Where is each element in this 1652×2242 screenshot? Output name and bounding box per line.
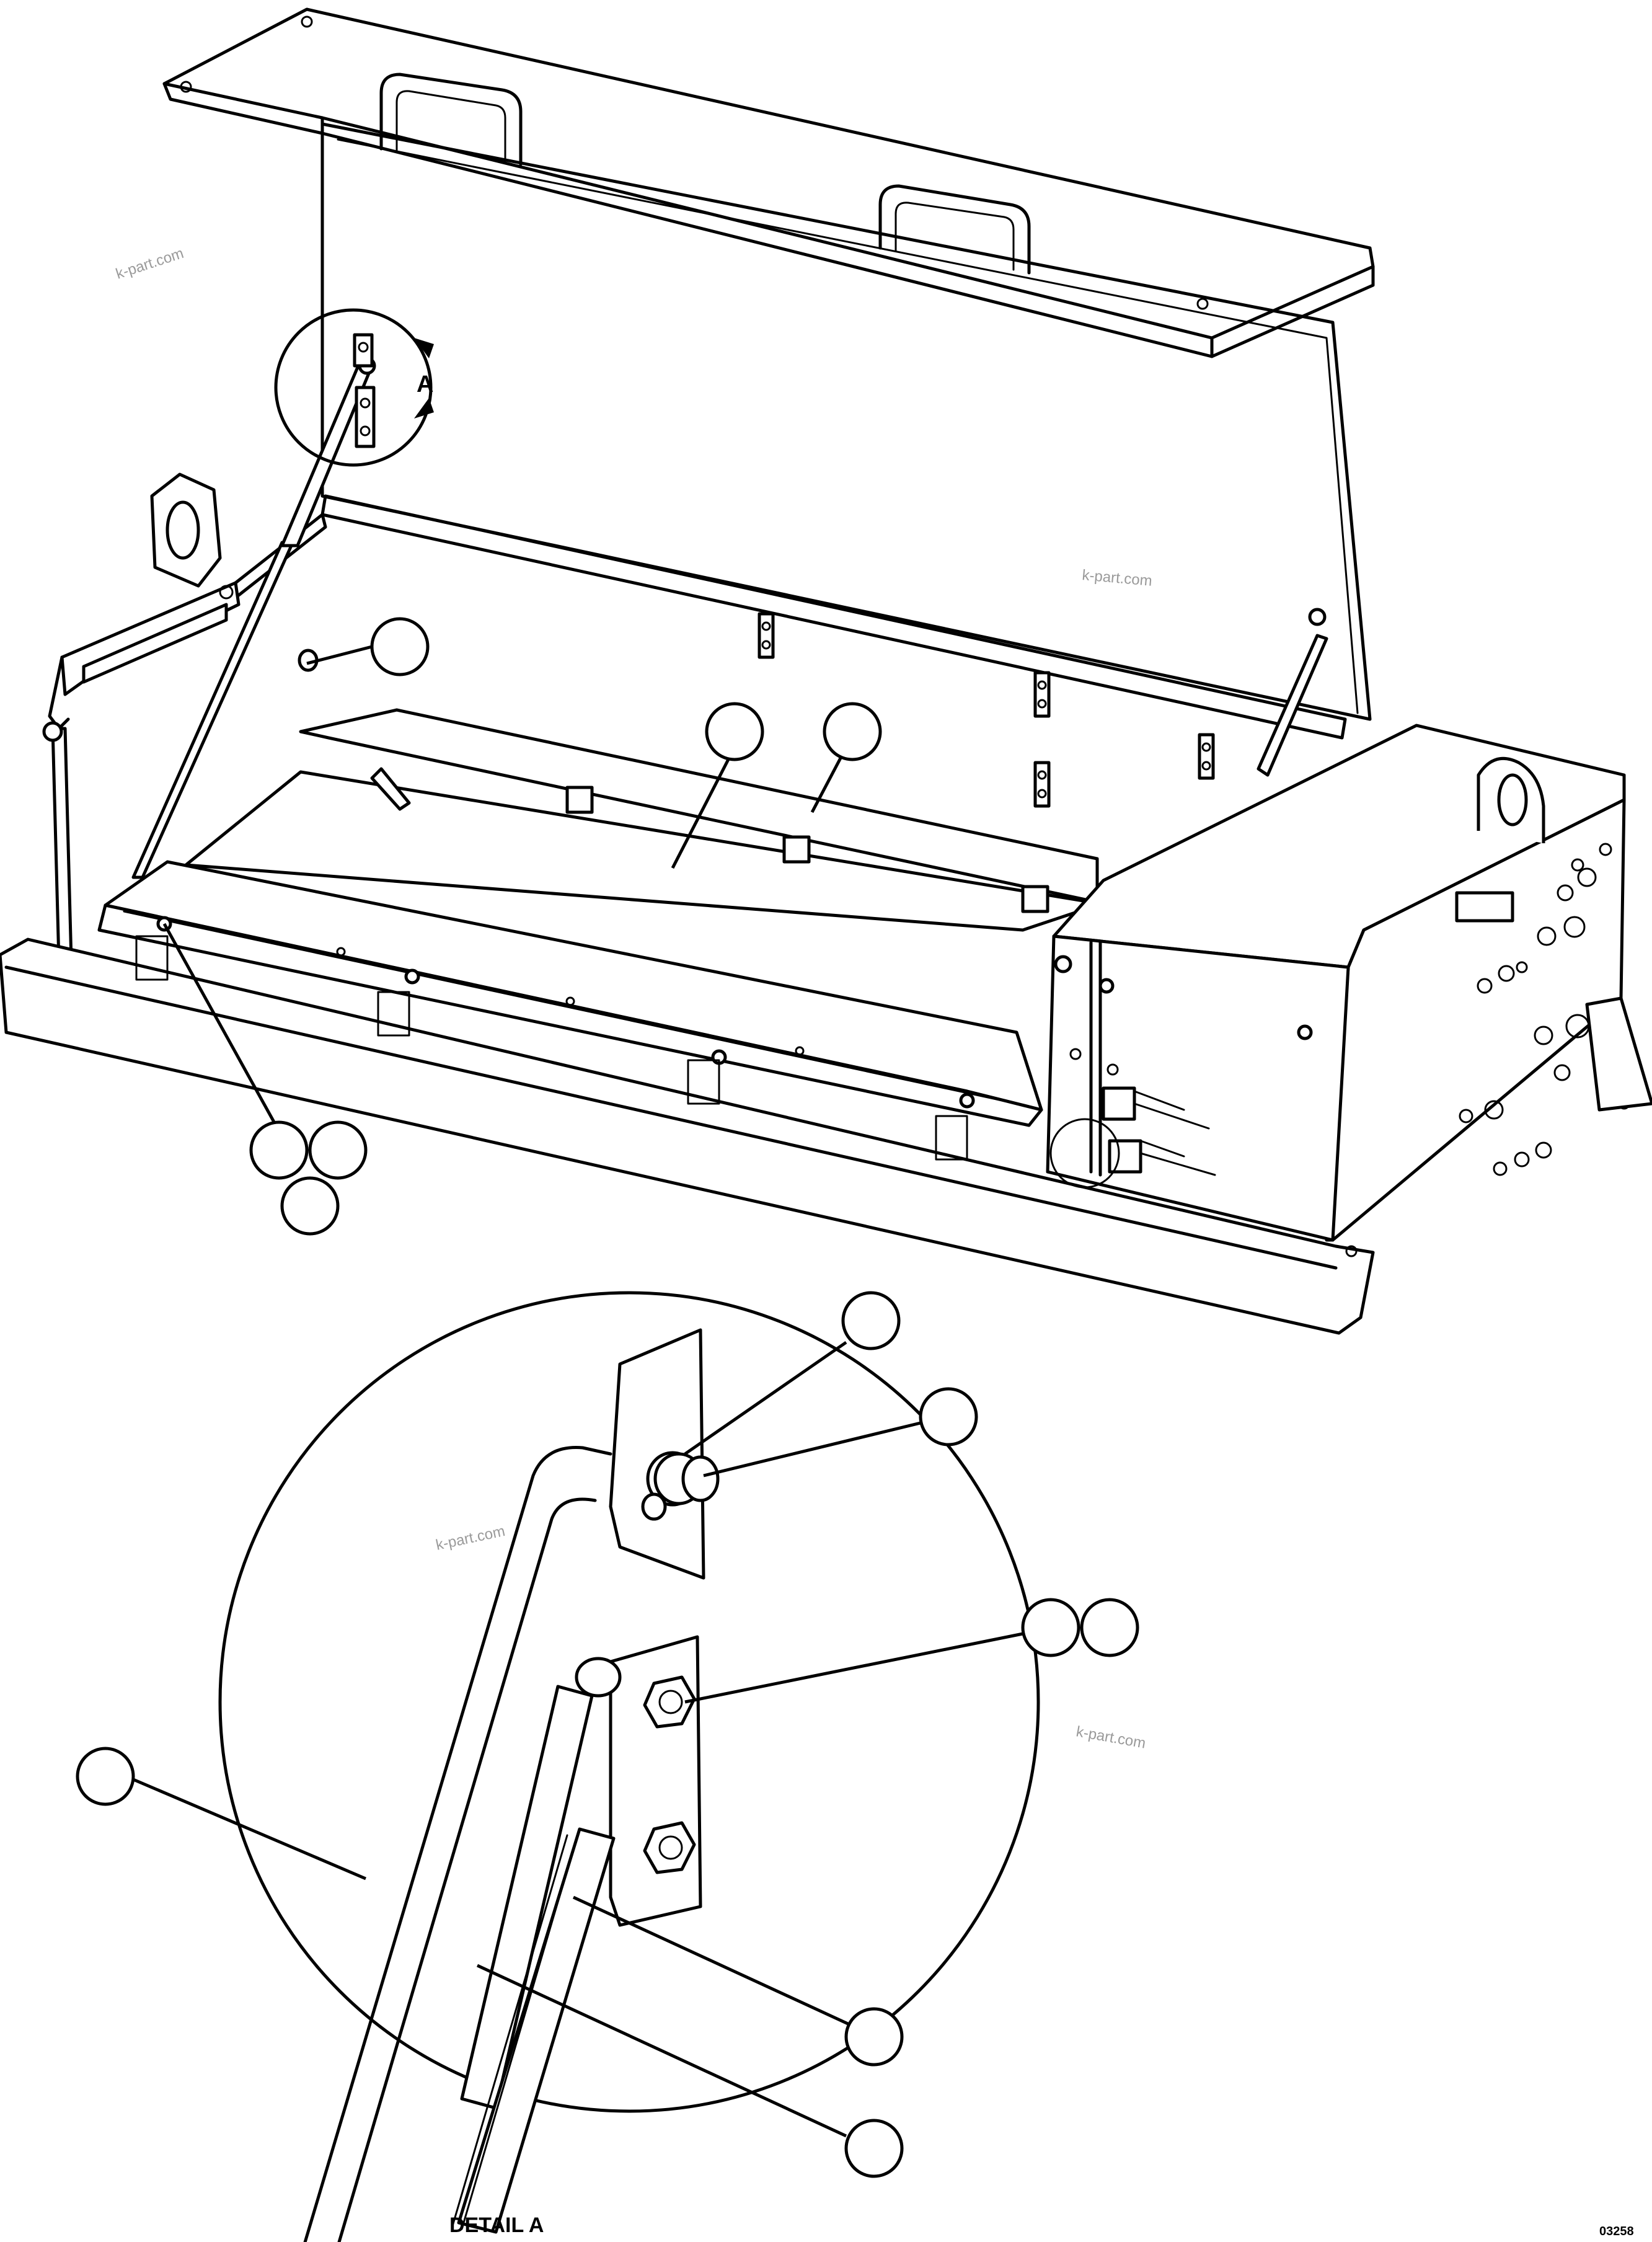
detail-caption: DETAIL A [449, 2213, 544, 2237]
callout-3 [823, 702, 882, 761]
callout-5 [308, 1120, 368, 1180]
callout-7 [841, 1291, 901, 1350]
gas-spring-left [131, 357, 376, 879]
callout-1 [370, 617, 430, 676]
callout-11 [76, 1747, 135, 1806]
detail-a-view: k-part.com k-part.com DETAIL A [76, 1291, 1147, 2242]
watermark: k-part.com [1081, 567, 1152, 590]
callout-4 [249, 1120, 309, 1180]
gas-spring-detail [451, 1657, 622, 2234]
lower-bracket [609, 1635, 702, 1927]
watermark: k-part.com [435, 1523, 506, 1554]
detail-callouts [76, 1291, 1139, 2178]
callout-8 [919, 1387, 978, 1447]
watermark: k-part.com [114, 245, 186, 283]
drawing-number: 03258 [1599, 2225, 1634, 2238]
battery-block [97, 708, 1099, 1127]
callout-2 [705, 702, 764, 761]
inner-back-wall [298, 494, 1347, 808]
detail-circle [218, 1291, 1040, 2113]
base-tray [0, 935, 1630, 1335]
lid-handle-right [878, 184, 1031, 275]
watermark: k-part.com [1075, 1723, 1147, 1752]
main-callouts [162, 617, 882, 1236]
callout-9 [1021, 1598, 1080, 1657]
upper-bracket [609, 1328, 705, 1580]
left-side-frame [42, 472, 327, 963]
callout-12 [844, 2007, 904, 2067]
gas-spring-right [1257, 608, 1328, 777]
electrical-housing [1046, 724, 1652, 1242]
callout-13 [844, 2119, 904, 2178]
callout-10 [1080, 1598, 1139, 1657]
box-assembly-view: A k-part.com k-part.com [0, 7, 1652, 1335]
detail-a-marker: A [274, 308, 434, 467]
lid-handle-left [379, 73, 523, 166]
lid [162, 7, 1375, 721]
callout-6 [280, 1176, 340, 1236]
detail-marker-label: A [417, 371, 433, 397]
